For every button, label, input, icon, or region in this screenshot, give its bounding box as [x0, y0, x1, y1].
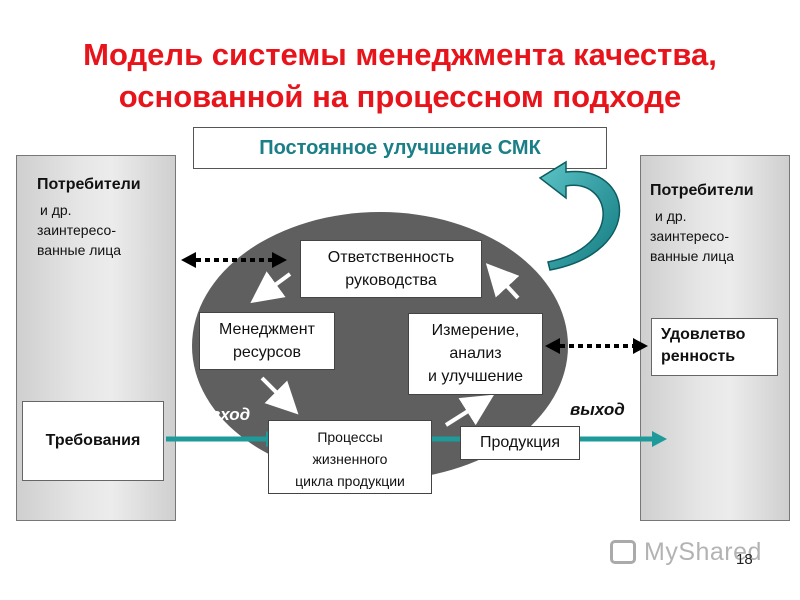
measurement-analysis-box: Измерение, анализ и улучшение: [408, 313, 543, 395]
left-exchange-arrow: [181, 252, 287, 268]
left-consumers-line4: ванные лица: [37, 242, 122, 258]
slide-title: Модель системы менеджмента качества, осн…: [0, 34, 800, 118]
satisfaction-line2: ренность: [661, 348, 736, 365]
output-arrow: [432, 431, 667, 447]
lifecycle-line3: цикла продукции: [295, 473, 405, 489]
right-consumers-heading: Потребители: [650, 182, 754, 199]
resources-line1: Менеджмент: [219, 321, 315, 338]
measurement-line2: анализ: [449, 345, 502, 362]
right-consumers-line4: ванные лица: [650, 248, 735, 264]
satisfaction-box: Удовлетво ренность: [651, 318, 778, 376]
satisfaction-line1: Удовлетво: [661, 326, 746, 343]
left-consumers-line2: и др.: [40, 202, 72, 218]
measurement-line1: Измерение,: [431, 322, 520, 339]
cycle-arrow-responsibility-to-resources: [250, 271, 292, 304]
left-consumers-line3: заинтересо-: [37, 222, 116, 238]
myshared-watermark: MyShared: [606, 536, 766, 572]
resource-management-box: Менеджмент ресурсов: [199, 312, 335, 370]
cycle-arrow-measurement-to-responsibility: [485, 263, 520, 300]
cycle-arrow-resources-to-lifecycle: [260, 376, 299, 415]
requirements-label: Требования: [45, 432, 141, 449]
right-consumers-line3: заинтересо-: [650, 228, 729, 244]
responsibility-line2: руководства: [345, 272, 437, 289]
resources-line2: ресурсов: [232, 344, 302, 361]
input-label: вход: [210, 405, 251, 424]
left-consumers-heading: Потребители: [37, 176, 141, 193]
title-line-2: основанной на процессном подходе: [118, 79, 682, 114]
continuous-improvement-box: Постоянное улучшение СМК: [193, 127, 607, 169]
measurement-line3: и улучшение: [427, 368, 524, 385]
title-line-1: Модель системы менеджмента качества,: [83, 37, 717, 72]
responsibility-line1: Ответственность: [327, 249, 455, 266]
right-consumers-line2: и др.: [655, 208, 687, 224]
continuous-improvement-label: Постоянное улучшение СМК: [259, 137, 541, 159]
product-label: Продукция: [479, 434, 561, 451]
output-label: выход: [570, 400, 625, 419]
page-number: 18: [736, 551, 753, 568]
cycle-arrow-lifecycle-to-measurement: [444, 394, 495, 427]
product-box: Продукция: [460, 426, 580, 460]
lifecycle-line2: жизненного: [312, 451, 388, 467]
management-responsibility-box: Ответственность руководства: [300, 240, 482, 298]
requirements-box: Требования: [22, 401, 164, 481]
curved-improvement-arrow: [538, 160, 621, 271]
watermark-logo-icon: [610, 540, 636, 564]
lifecycle-line1: Процессы: [317, 429, 383, 445]
right-exchange-arrow: [545, 338, 648, 354]
lifecycle-processes-box: Процессы жизненного цикла продукции: [268, 420, 432, 494]
watermark-label: MyShared: [644, 538, 762, 566]
